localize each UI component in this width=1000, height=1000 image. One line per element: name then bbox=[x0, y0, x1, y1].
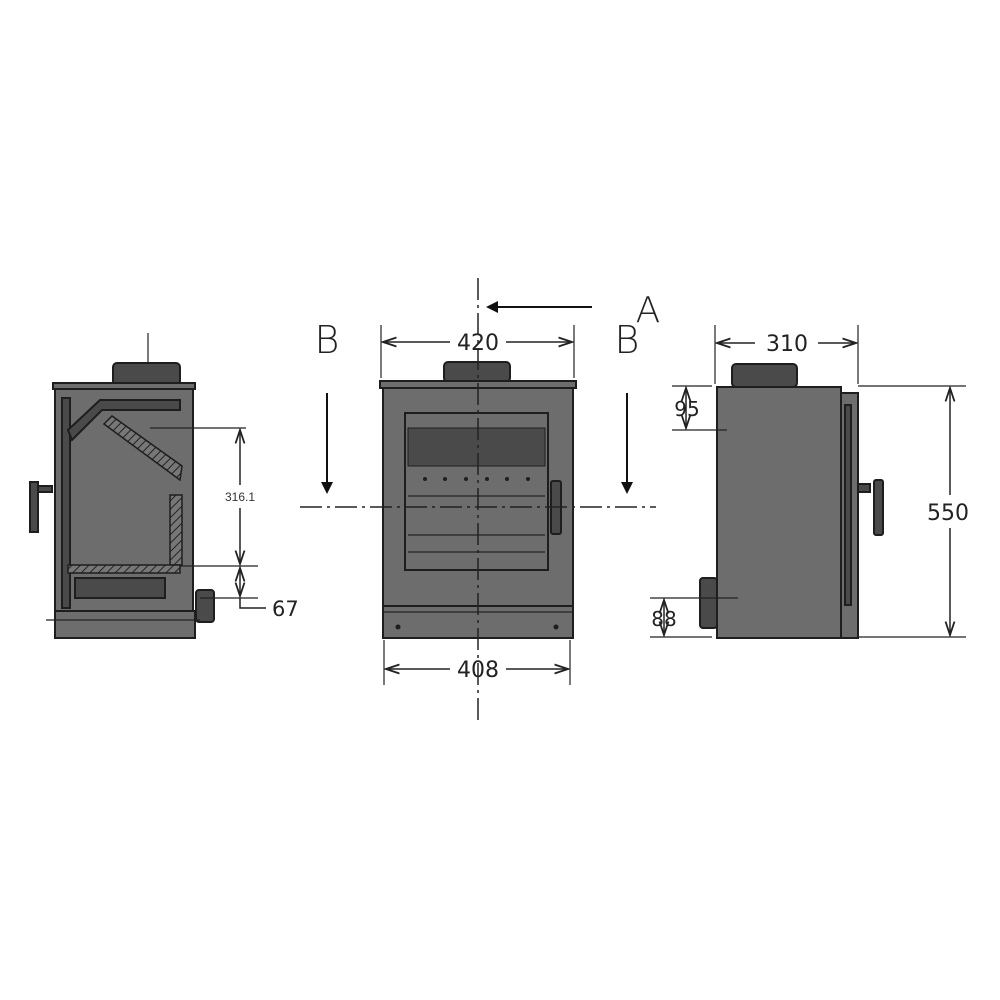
baffle bbox=[66, 399, 181, 442]
door-handle bbox=[29, 481, 39, 533]
door-handle bbox=[873, 479, 884, 536]
side-view: 310 550 95 88 bbox=[650, 325, 969, 639]
door-section bbox=[61, 397, 71, 609]
baffle-brick bbox=[102, 415, 183, 482]
foot-bolt bbox=[395, 624, 401, 630]
rear-brick bbox=[169, 494, 183, 566]
dim-overall-height: 550 bbox=[927, 501, 969, 526]
ashpan bbox=[74, 577, 166, 599]
dim-firebox-height: 316.1 bbox=[225, 490, 255, 504]
dim-front-top-width: 420 bbox=[457, 331, 499, 356]
dim-top-flue-offset: 95 bbox=[674, 397, 699, 421]
flue-collar bbox=[443, 361, 511, 383]
section-label-b-right: B bbox=[615, 318, 640, 362]
dim-rear-flue-height: 88 bbox=[651, 607, 676, 631]
rear-outlet bbox=[699, 577, 718, 629]
flue-collar bbox=[731, 363, 798, 388]
stove-body-side bbox=[716, 386, 842, 639]
handle-stem bbox=[37, 485, 53, 493]
baffle-window bbox=[407, 427, 546, 467]
handle-stem bbox=[857, 483, 871, 493]
section-label-b-left: B bbox=[315, 318, 340, 362]
door-hinge-strip bbox=[844, 404, 852, 606]
rear-outlet bbox=[195, 589, 215, 623]
section-label-a: A bbox=[636, 290, 661, 331]
grate-brick bbox=[67, 564, 181, 574]
front-view: B B A 420 408 bbox=[300, 278, 660, 722]
stove-base-section bbox=[54, 610, 196, 639]
flue-collar bbox=[112, 362, 181, 386]
foot-bolt bbox=[553, 624, 559, 630]
air-holes bbox=[423, 477, 530, 481]
dim-grate-height: 67 bbox=[272, 597, 299, 621]
dim-front-base-width: 408 bbox=[457, 658, 499, 683]
leader-line bbox=[239, 598, 266, 609]
dim-side-depth: 310 bbox=[766, 332, 808, 357]
section-view: 316.1 67 bbox=[29, 333, 299, 639]
